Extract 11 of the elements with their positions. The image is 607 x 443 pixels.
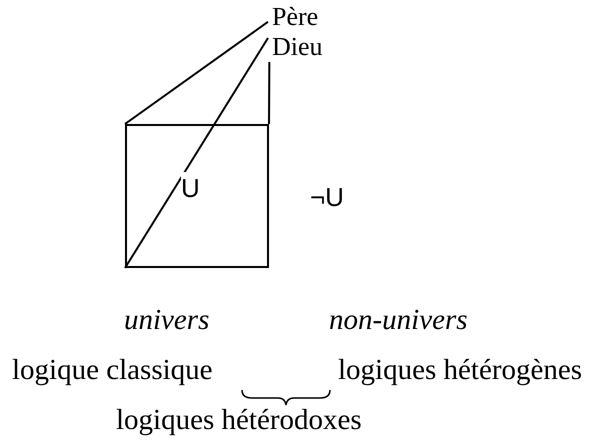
- logic-label: logiques hétérodoxes: [116, 404, 362, 436]
- connecting-line: [124, 20, 269, 125]
- set-symbol: ¬U: [308, 182, 368, 216]
- square-box: [125, 124, 269, 268]
- connecting-line: [268, 62, 270, 124]
- caption-label: univers: [124, 304, 210, 336]
- logic-label: logiques hétérogènes: [338, 354, 582, 386]
- node-label: Père Dieu: [268, 2, 334, 62]
- connecting-line: [124, 37, 269, 269]
- caption-label: non-univers: [329, 304, 468, 336]
- logic-label: logique classique: [12, 354, 213, 386]
